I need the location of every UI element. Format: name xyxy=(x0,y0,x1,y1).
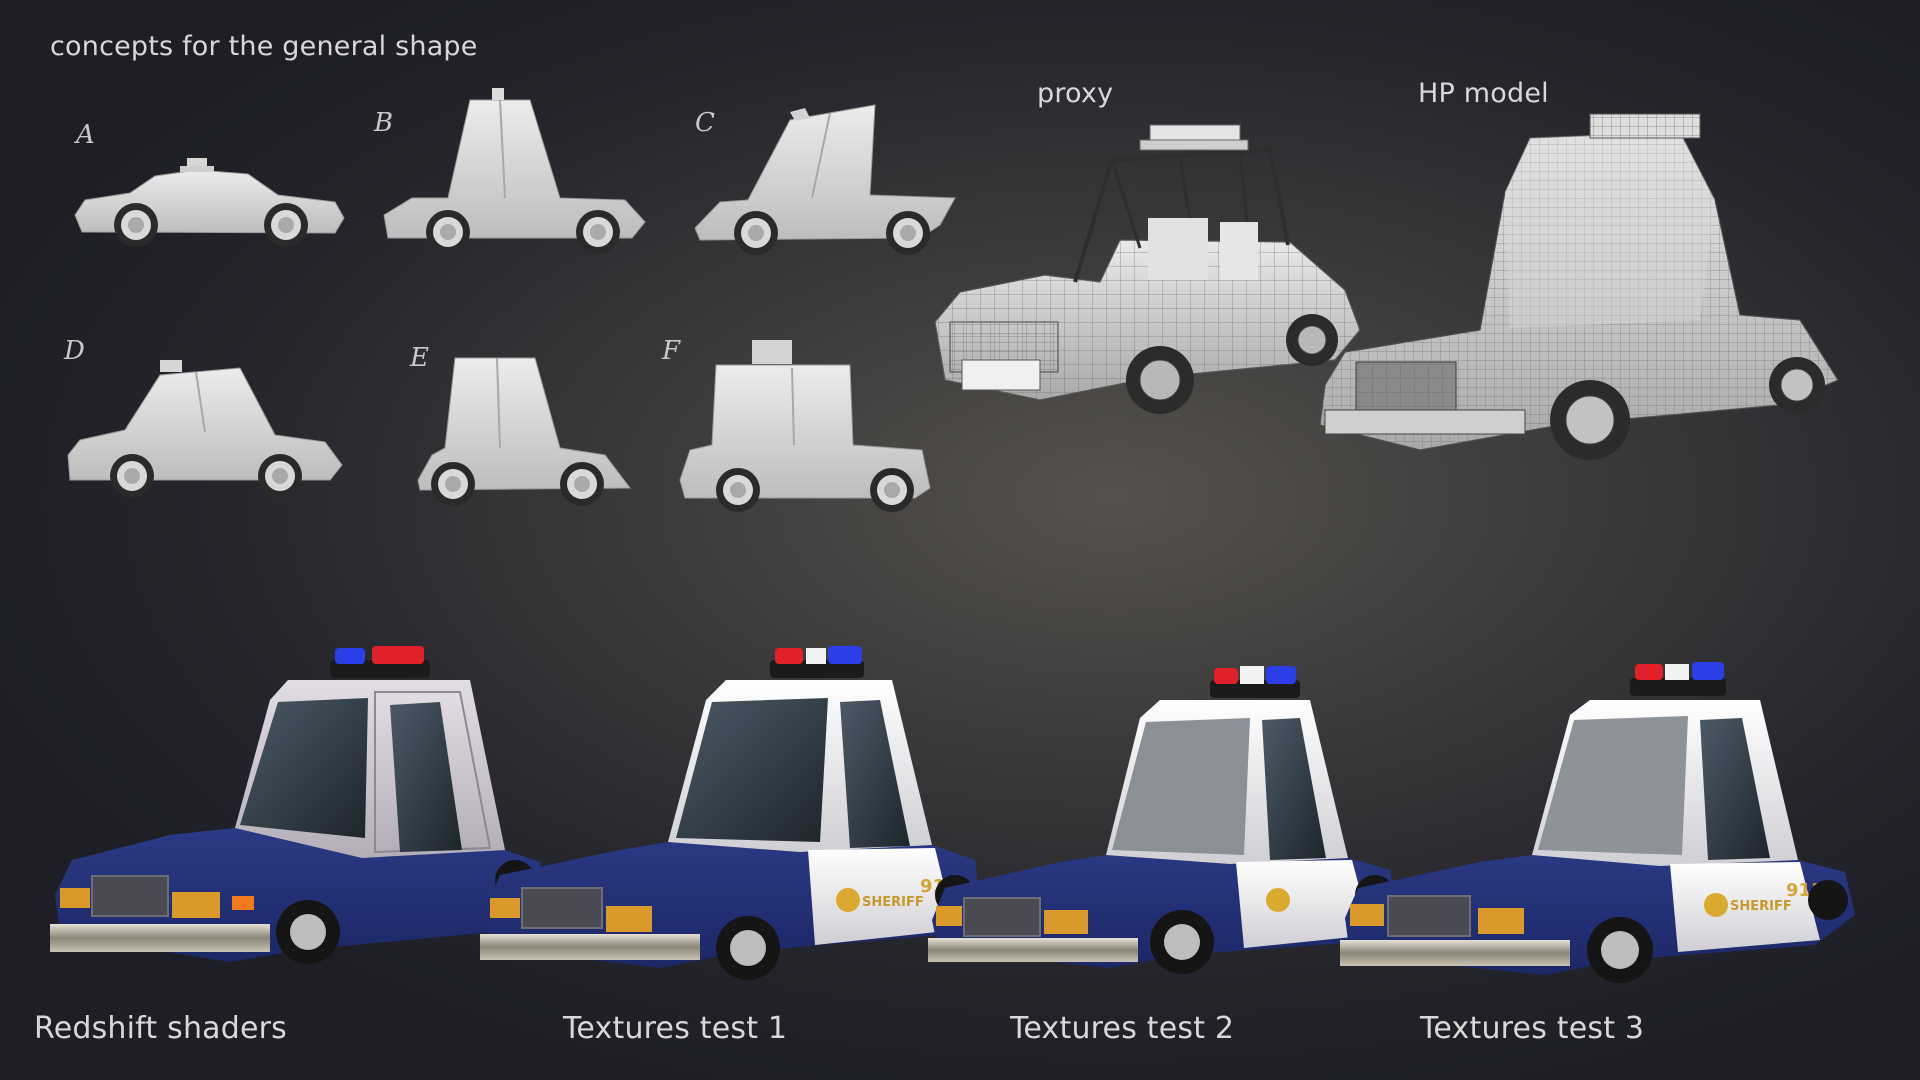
door-text-1: SHERIFF xyxy=(862,895,924,910)
concept-car-b xyxy=(383,88,646,254)
concept-letter-b: B xyxy=(374,108,394,138)
concept-car-e xyxy=(417,357,631,506)
hp-model xyxy=(1319,113,1839,460)
render-car-test-3: SHERIFF 911 xyxy=(1340,662,1855,983)
concept-letter-d: D xyxy=(64,336,85,366)
concept-car-d xyxy=(67,360,343,498)
concept-letter-a: A xyxy=(76,120,95,150)
render-label-redshift: Redshift shaders xyxy=(34,1011,287,1046)
render-car-test-2 xyxy=(928,666,1398,974)
hp-model-label: HP model xyxy=(1418,78,1549,109)
concepts-title: concepts for the general shape xyxy=(50,31,478,62)
concept-car-a xyxy=(74,158,345,247)
render-label-test-3: Textures test 3 xyxy=(1420,1011,1645,1046)
door-text-3: SHERIFF xyxy=(1730,899,1792,914)
render-label-test-2: Textures test 2 xyxy=(1010,1011,1235,1046)
render-car-test-1: SHERIFF 911 xyxy=(480,646,980,980)
concept-car-f xyxy=(679,340,931,512)
concept-letter-e: E xyxy=(410,343,429,373)
proxy-model xyxy=(934,124,1361,414)
concept-letter-c: C xyxy=(695,108,715,138)
render-label-test-1: Textures test 1 xyxy=(563,1011,788,1046)
render-car-redshift xyxy=(50,646,548,964)
concept-letter-f: F xyxy=(662,336,681,366)
concept-car-c xyxy=(694,104,956,255)
proxy-label: proxy xyxy=(1037,78,1114,109)
